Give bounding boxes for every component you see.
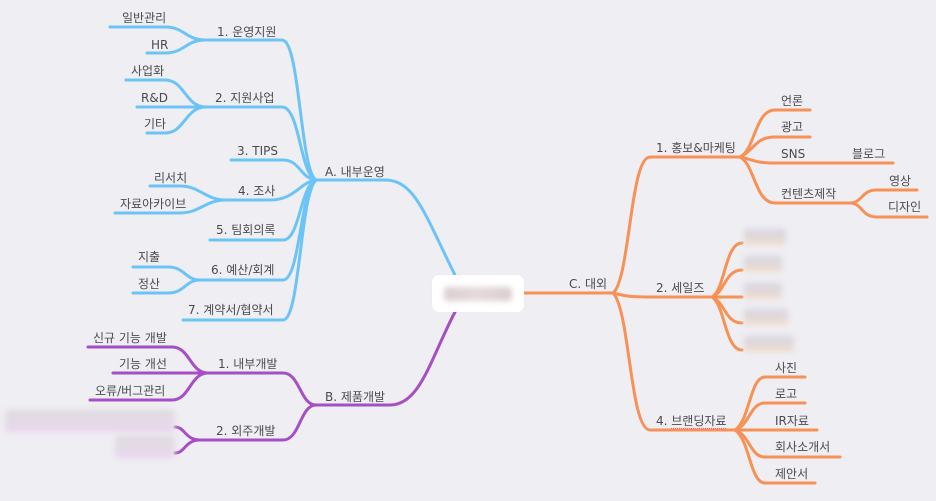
topic-b1-child[interactable]: 신규 기능 개발 (93, 331, 167, 345)
topic-c-external[interactable]: C. 대외 (569, 277, 608, 291)
topic-b2-child-redacted[interactable] (5, 410, 175, 432)
central-topic-node[interactable] (432, 275, 524, 312)
topic-c4-child[interactable]: 사진 (775, 361, 798, 375)
topic-a1-child[interactable]: 일반관리 (122, 11, 167, 25)
topic-c1-child[interactable]: 언론 (781, 94, 804, 108)
spellcheck-underline: 브랜딩자료 (671, 414, 727, 428)
topic-c1-content-child[interactable]: 디자인 (888, 200, 922, 214)
topic-c4-label: 4. 브랜딩자료 (656, 414, 727, 428)
topic-a6-child[interactable]: 정산 (138, 277, 161, 291)
topic-a2-child[interactable]: 사업화 (131, 64, 165, 78)
branch-a-connectors (108, 25, 457, 322)
topic-a2[interactable]: 2. 지원사업 (215, 91, 275, 105)
topic-c2-child-redacted[interactable] (744, 283, 782, 299)
topic-c2-child-redacted[interactable] (744, 336, 794, 352)
topic-c1-child[interactable]: 광고 (781, 120, 804, 134)
topic-c4[interactable]: 4. 브랜딩자료 (656, 414, 726, 428)
topic-c4-child[interactable]: 로고 (775, 387, 798, 401)
branch-c-connectors (522, 108, 929, 485)
topic-b1-child[interactable]: 오류/버그관리 (95, 384, 166, 398)
topic-a6[interactable]: 6. 예산/회계 (211, 263, 275, 277)
topic-a2-child[interactable]: 기타 (144, 117, 167, 131)
topic-a7[interactable]: 7. 계약서/협약서 (188, 303, 274, 317)
topic-a1-child[interactable]: HR (151, 38, 169, 52)
topic-c4-child[interactable]: 제안서 (775, 467, 809, 481)
topic-c1[interactable]: 1. 홍보&마케팅 (656, 141, 736, 155)
topic-c2-child-redacted[interactable] (744, 229, 786, 245)
topic-a-internal-ops[interactable]: A. 내부운영 (325, 165, 385, 179)
topic-c1-sns-child[interactable]: 블로그 (852, 147, 886, 161)
central-topic-label-redacted (444, 286, 512, 301)
topic-b2[interactable]: 2. 외주개발 (216, 424, 276, 438)
topic-b-product-dev[interactable]: B. 제품개발 (325, 390, 386, 404)
topic-a4-child[interactable]: 리서치 (154, 171, 188, 185)
topic-b1[interactable]: 1. 내부개발 (218, 357, 278, 371)
topic-b2-child-redacted[interactable] (115, 436, 175, 458)
branch-b-connectors (86, 310, 457, 455)
topic-a5[interactable]: 5. 팀회의록 (216, 223, 276, 237)
topic-b1-child[interactable]: 기능 개선 (119, 357, 167, 371)
topic-a3[interactable]: 3. TIPS (237, 144, 278, 158)
topic-a2-child[interactable]: R&D (141, 91, 168, 105)
topic-c2[interactable]: 2. 세일즈 (656, 281, 705, 295)
topic-a6-child[interactable]: 지출 (138, 250, 161, 264)
topic-a4-child[interactable]: 자료아카이브 (120, 197, 187, 211)
topic-c1-content-child[interactable]: 영상 (889, 174, 912, 188)
topic-c4-child[interactable]: IR자료 (775, 414, 809, 428)
topic-a1[interactable]: 1. 운영지원 (217, 25, 277, 39)
topic-c1-child[interactable]: 컨텐츠제작 (781, 187, 837, 201)
topic-c4-child[interactable]: 회사소개서 (775, 440, 831, 454)
topic-a4[interactable]: 4. 조사 (238, 184, 276, 198)
topic-c2-child-redacted[interactable] (744, 309, 788, 325)
topic-c2-child-redacted[interactable] (744, 256, 782, 272)
topic-c1-child[interactable]: SNS (781, 147, 806, 161)
